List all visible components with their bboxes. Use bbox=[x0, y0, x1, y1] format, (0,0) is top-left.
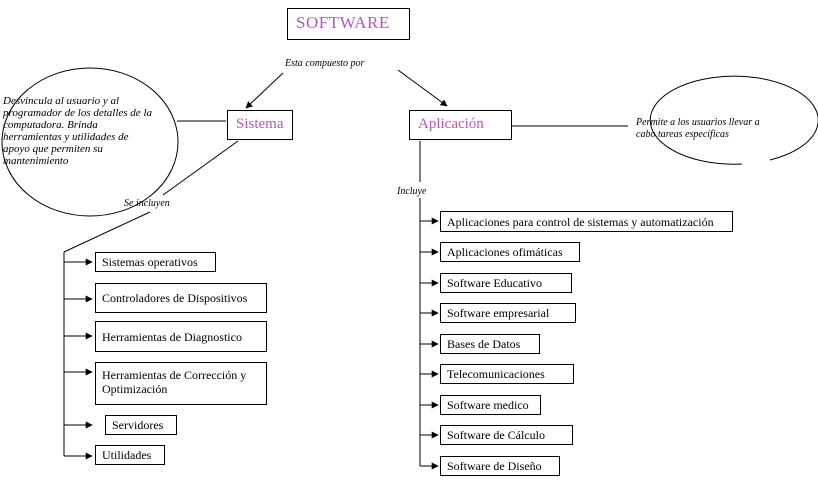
left-item-arrows bbox=[64, 258, 93, 460]
sistema-link-label: Se incluyen bbox=[124, 198, 170, 209]
arrow-to-aplicacion bbox=[397, 69, 448, 107]
right-item: Telecomunicaciones bbox=[440, 364, 574, 384]
aplicacion-link-label: Incluye bbox=[397, 186, 427, 197]
arrow-to-sistema bbox=[245, 72, 284, 109]
right-item: Software Educativo bbox=[440, 273, 572, 293]
aplicacion-description-ellipse bbox=[649, 75, 818, 165]
right-item: Aplicaciones ofimáticas bbox=[440, 242, 580, 262]
sistema-description-ellipse bbox=[1, 67, 179, 217]
aplicacion-description: Permite a los usuarios llevar a cabo tar… bbox=[636, 117, 760, 140]
left-item: Herramientas de Diagnostico bbox=[95, 321, 267, 352]
sistema-category: Sistema bbox=[227, 110, 293, 140]
software-title: SOFTWARE bbox=[287, 8, 410, 40]
right-item: Aplicaciones para control de sistemas y … bbox=[440, 211, 733, 232]
left-item: Controladores de Dispositivos bbox=[95, 283, 267, 313]
left-item: Utilidades bbox=[95, 445, 165, 465]
left-item: Servidores bbox=[105, 415, 177, 435]
right-item: Software de Cálculo bbox=[440, 425, 573, 445]
right-item-arrows bbox=[420, 217, 439, 470]
left-item: Sistemas operativos bbox=[95, 252, 216, 272]
right-item: Bases de Datos bbox=[440, 334, 540, 354]
right-item: Software de Diseño bbox=[440, 456, 560, 476]
aplicacion-category: Aplicación bbox=[409, 110, 512, 140]
left-item: Herramientas de Corrección y Optimizació… bbox=[95, 362, 267, 405]
right-item: Software empresarial bbox=[440, 303, 576, 323]
sistema-description: Desvincula al usuario y al programador d… bbox=[3, 95, 152, 167]
connector-label: Esta compuesto por bbox=[285, 58, 365, 69]
right-item: Software medico bbox=[440, 395, 541, 415]
